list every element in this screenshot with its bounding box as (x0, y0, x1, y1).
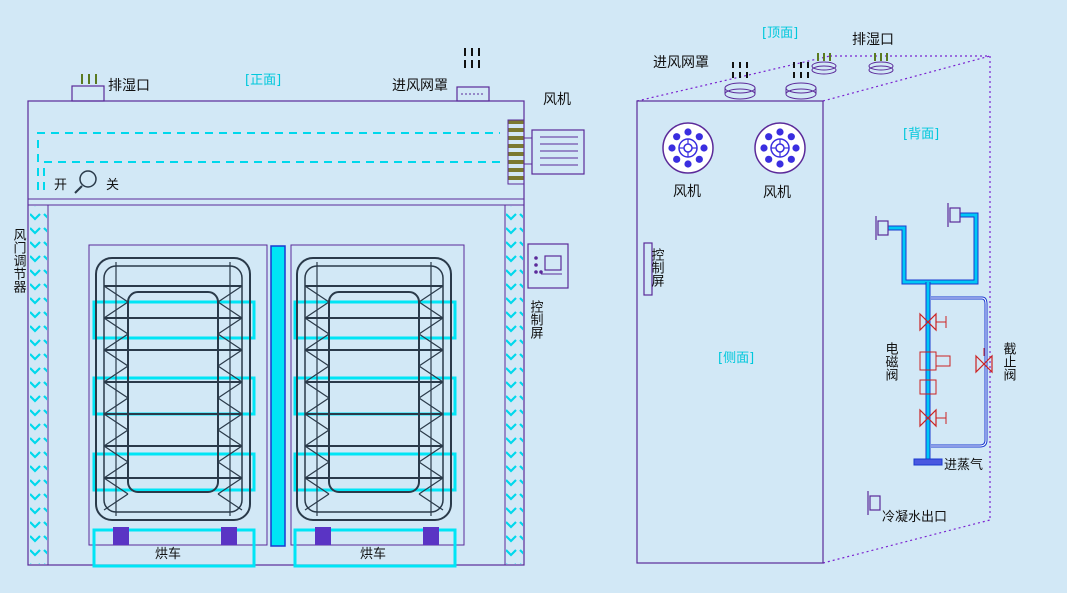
side-control-panel (643, 242, 653, 296)
steam-pipe (888, 212, 988, 466)
intake-arrows-icon (464, 48, 480, 68)
air-duct-top (37, 132, 500, 190)
fan-motor (531, 129, 585, 175)
side-control-label: 控制屏 (649, 248, 665, 287)
damper-label: 风门调节器 (11, 228, 27, 294)
drying-cart-left (88, 244, 268, 568)
pipe-flanges (867, 203, 961, 515)
intake-hood-box (456, 86, 490, 102)
fan-left-icon (662, 122, 714, 174)
control-display (544, 255, 562, 271)
center-air-column (270, 245, 286, 547)
side-view-label: [侧面] (718, 351, 754, 366)
side-intake-label: 进风网罩 (653, 55, 709, 71)
control-panel-box (527, 243, 569, 289)
drying-cart-right (290, 244, 465, 568)
front-fan-label: 风机 (543, 92, 571, 108)
exhaust-port-box (71, 85, 105, 102)
steam-inlet-label: 进蒸气 (944, 457, 983, 473)
air-duct-return (43, 161, 500, 190)
front-exhaust-label: 排湿口 (108, 78, 150, 94)
condensate-outlet-label: 冷凝水出口 (882, 509, 947, 525)
side-cabinet (636, 100, 824, 564)
side-exhaust-label: 排湿口 (852, 32, 894, 48)
cart-left-label: 烘车 (155, 546, 181, 562)
front-view: 排湿口 [正面] 进风网罩 风机 开 关 风门调节器 (11, 48, 585, 568)
top-view-label: [顶面] (762, 26, 798, 41)
valve-icons (919, 312, 993, 428)
front-control-label: 控制屏 (528, 300, 544, 339)
front-intake-label: 进风网罩 (392, 78, 448, 94)
top-intake-hoods (724, 62, 817, 100)
side-view: [顶面] 进风网罩 排湿口 [背面] [侧面] (636, 26, 1017, 564)
right-air-channel (506, 206, 523, 564)
side-fan-left-label: 风机 (673, 184, 701, 200)
control-buttons (534, 256, 543, 274)
top-exhaust-ports (811, 53, 894, 75)
back-view-label: [背面] (903, 127, 939, 142)
heating-coil (507, 119, 525, 185)
solenoid-valve-label: 电磁阀 (883, 342, 899, 381)
switch-close-label: 关 (106, 178, 119, 193)
fan-right-icon (754, 122, 806, 174)
front-view-label: [正面] (245, 73, 281, 88)
perspective-outline (636, 55, 991, 564)
switch-open-label: 开 (54, 178, 67, 193)
damper-knob-icon[interactable] (74, 170, 97, 194)
cabinet-outline (27, 100, 525, 566)
side-fan-right-label: 风机 (763, 185, 791, 201)
exhaust-steam-icon (81, 74, 97, 84)
left-air-channel (30, 206, 47, 564)
cart-right-label: 烘车 (360, 546, 386, 562)
stop-valve-label: 截止阀 (1001, 342, 1017, 381)
